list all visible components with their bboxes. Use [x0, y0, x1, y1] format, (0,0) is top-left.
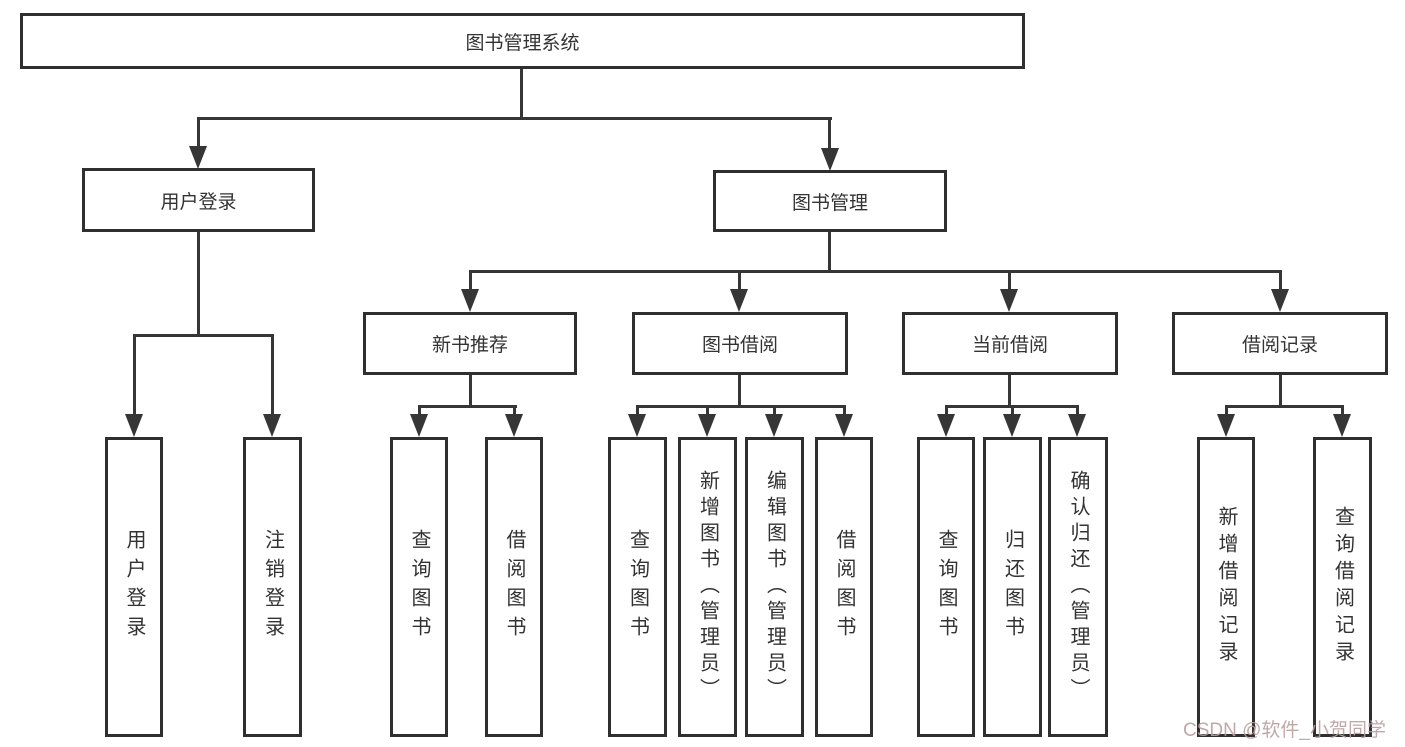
leaf-return-books: 归还图书: [983, 437, 1042, 737]
node-label: 确认归还（管理员）: [1067, 470, 1089, 704]
arrow-down-icon: [937, 414, 955, 437]
leaf-borrow-books-1: 借阅图书: [485, 437, 543, 737]
leaf-query-books-2: 查询图书: [608, 437, 667, 737]
edge-to-leaf-line: [1225, 405, 1228, 417]
edge-book-management-branch-line: [469, 270, 1282, 273]
arrow-down-icon: [765, 414, 783, 437]
edge-borrow-records-branch-line: [1225, 405, 1344, 408]
edge-book-borrow-stem-line: [738, 375, 741, 408]
node-current-borrowing: 当前借阅: [902, 312, 1118, 375]
edge-new-book-branch-line: [418, 405, 517, 408]
arrow-down-icon: [410, 414, 428, 437]
edge-to-leaf-line: [1341, 405, 1344, 417]
node-label: 归还图书: [1001, 529, 1024, 645]
edge-to-module-line: [469, 270, 472, 292]
edge-to-leaf-line: [843, 405, 846, 417]
node-book-management-branch: 图书管理: [713, 170, 947, 232]
node-label: 借阅图书: [503, 529, 525, 645]
node-label: 当前借阅: [971, 335, 1048, 356]
edge-root-branch-line: [197, 117, 832, 120]
arrow-down-icon: [730, 289, 748, 312]
leaf-user-login: 用户登录: [105, 437, 163, 737]
node-label: 新书推荐: [431, 335, 508, 356]
node-label: 查询图书: [626, 529, 649, 645]
node-book-borrowing: 图书借阅: [632, 312, 848, 375]
arrow-down-icon: [628, 414, 646, 437]
leaf-query-books-3: 查询图书: [917, 437, 975, 737]
edge-to-module-line: [1008, 270, 1011, 292]
arrow-down-icon: [821, 148, 839, 171]
node-label: 图书借阅: [701, 335, 778, 356]
edge-book-borrow-branch-line: [636, 405, 846, 408]
node-label: 用户登录: [123, 529, 145, 645]
node-label: 新增借阅记录: [1215, 506, 1237, 668]
node-label: 图书管理系统: [465, 32, 580, 54]
node-label: 借阅图书: [833, 529, 855, 645]
arrow-down-icon: [1000, 289, 1018, 312]
arrow-down-icon: [125, 414, 143, 437]
arrow-down-icon: [505, 414, 523, 437]
edge-to-leaf-line: [418, 405, 421, 417]
arrow-down-icon: [1333, 414, 1351, 437]
edge-to-leaf-line: [1011, 405, 1014, 417]
node-root-library-system: 图书管理系统: [20, 13, 1025, 69]
node-label: 借阅记录: [1241, 335, 1318, 356]
arrow-down-icon: [1217, 414, 1235, 437]
node-label: 用户登录: [160, 191, 237, 213]
edge-to-leaf-line: [706, 405, 709, 417]
edge-to-module-line: [1279, 270, 1282, 292]
node-borrowing-records: 借阅记录: [1172, 312, 1388, 375]
node-new-book-recommend: 新书推荐: [363, 312, 577, 375]
edge-to-module-line: [738, 270, 741, 292]
edge-to-user-login-line: [197, 117, 200, 149]
node-label: 查询借阅记录: [1331, 506, 1354, 668]
node-label: 查询图书: [935, 529, 957, 645]
edge-to-leaf-line: [133, 334, 136, 417]
leaf-edit-books-admin: 编辑图书（管理员）: [745, 437, 804, 737]
arrow-down-icon: [835, 414, 853, 437]
node-label: 图书管理: [791, 192, 868, 214]
node-user-login-branch: 用户登录: [82, 168, 315, 232]
edge-borrow-records-stem-line: [1279, 375, 1282, 408]
edge-to-leaf-line: [773, 405, 776, 417]
node-label: 注销登录: [261, 529, 284, 645]
edge-user-login-branch-line: [133, 334, 274, 337]
leaf-borrow-books-2: 借阅图书: [815, 437, 873, 737]
edge-current-borrow-stem-line: [1008, 375, 1011, 408]
arrow-down-icon: [263, 414, 281, 437]
edge-to-book-management-line: [828, 117, 831, 150]
node-label: 查询图书: [408, 529, 430, 645]
edge-to-leaf-line: [271, 334, 274, 417]
edge-to-leaf-line: [636, 405, 639, 417]
arrow-down-icon: [189, 146, 207, 169]
edge-to-leaf-line: [513, 405, 516, 417]
edge-book-management-stem-line: [828, 232, 831, 273]
leaf-confirm-return-admin: 确认归还（管理员）: [1048, 437, 1108, 737]
arrow-down-icon: [461, 289, 479, 312]
arrow-down-icon: [1068, 414, 1086, 437]
leaf-logout: 注销登录: [243, 437, 302, 737]
leaf-add-books-admin: 新增图书（管理员）: [678, 437, 737, 737]
edge-to-leaf-line: [1076, 405, 1079, 417]
arrow-down-icon: [1271, 289, 1289, 312]
node-label: 编辑图书（管理员）: [763, 470, 786, 704]
node-label: 新增图书（管理员）: [696, 470, 719, 704]
edge-root-stem-line: [520, 69, 523, 119]
edge-user-login-stem-line: [197, 232, 200, 337]
edge-new-book-stem-line: [469, 375, 472, 408]
arrow-down-icon: [698, 414, 716, 437]
edge-to-leaf-line: [945, 405, 948, 417]
leaf-add-borrow-record: 新增借阅记录: [1197, 437, 1255, 737]
leaf-query-borrow-record: 查询借阅记录: [1313, 437, 1372, 737]
arrow-down-icon: [1003, 414, 1021, 437]
leaf-query-books-1: 查询图书: [390, 437, 448, 737]
csdn-watermark: CSDN @软件_小贺同学: [1183, 720, 1386, 741]
